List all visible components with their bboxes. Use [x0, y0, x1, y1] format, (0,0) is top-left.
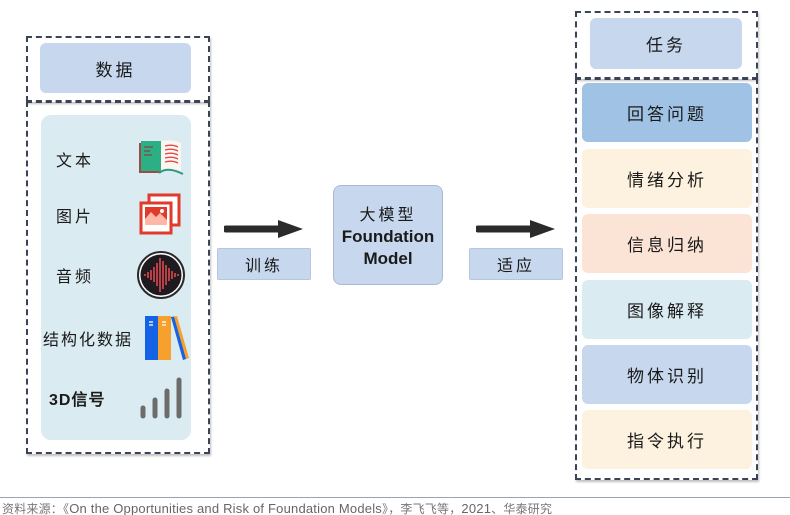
task-item: 图像解释: [582, 280, 752, 339]
adapt-label: 适应: [469, 248, 563, 280]
foundation-model-box: 大模型 Foundation Model: [333, 185, 443, 285]
task-item: 指令执行: [582, 410, 752, 469]
source-authors: 》，李飞飞等，: [382, 502, 462, 515]
source-note: 资料来源：《On the Opportunities and Risk of F…: [2, 500, 552, 515]
data-item-image: 图片: [41, 190, 191, 240]
data-item-label: 音频: [56, 267, 95, 286]
signal-bars-icon: [140, 377, 182, 419]
task-item: 回答问题: [582, 83, 752, 142]
task-item: 信息归纳: [582, 214, 752, 273]
audio-waveform-icon: [137, 251, 185, 299]
image-gallery-icon: [139, 193, 181, 235]
data-item-label: 结构化数据: [43, 330, 134, 349]
data-item-label: 3D信号: [49, 392, 106, 409]
task-item: 情绪分析: [582, 149, 752, 208]
open-book-icon: [139, 140, 184, 175]
data-panel: 文本 图片 音频: [41, 115, 191, 440]
footer-divider: [0, 497, 790, 498]
train-arrow-icon: [224, 220, 303, 238]
data-item-audio: 音频: [41, 250, 191, 300]
source-publisher: 、华泰研究: [491, 502, 553, 515]
data-item-text: 文本: [41, 134, 191, 184]
task-item: 物体识别: [582, 345, 752, 404]
source-prefix: 资料来源：《: [2, 502, 70, 515]
model-en-line2: Model: [363, 248, 413, 268]
source-title: On the Opportunities and Risk of Foundat…: [69, 501, 382, 515]
data-item-label: 文本: [56, 151, 95, 170]
data-section-title: 数据: [40, 43, 191, 93]
data-body-frame: [26, 101, 210, 454]
source-year: 2021: [461, 501, 492, 515]
model-cn-label: 大模型: [359, 204, 417, 224]
train-label: 训练: [217, 248, 311, 280]
books-icon: [145, 316, 189, 360]
model-en-line1: Foundation: [341, 226, 435, 246]
data-item-structured: 结构化数据: [41, 313, 191, 363]
task-body-frame: [575, 78, 758, 480]
adapt-arrow-icon: [476, 220, 555, 238]
task-section-title: 任务: [590, 18, 742, 69]
data-item-label: 图片: [56, 207, 95, 226]
data-item-3d-signal: 3D信号: [41, 373, 191, 423]
